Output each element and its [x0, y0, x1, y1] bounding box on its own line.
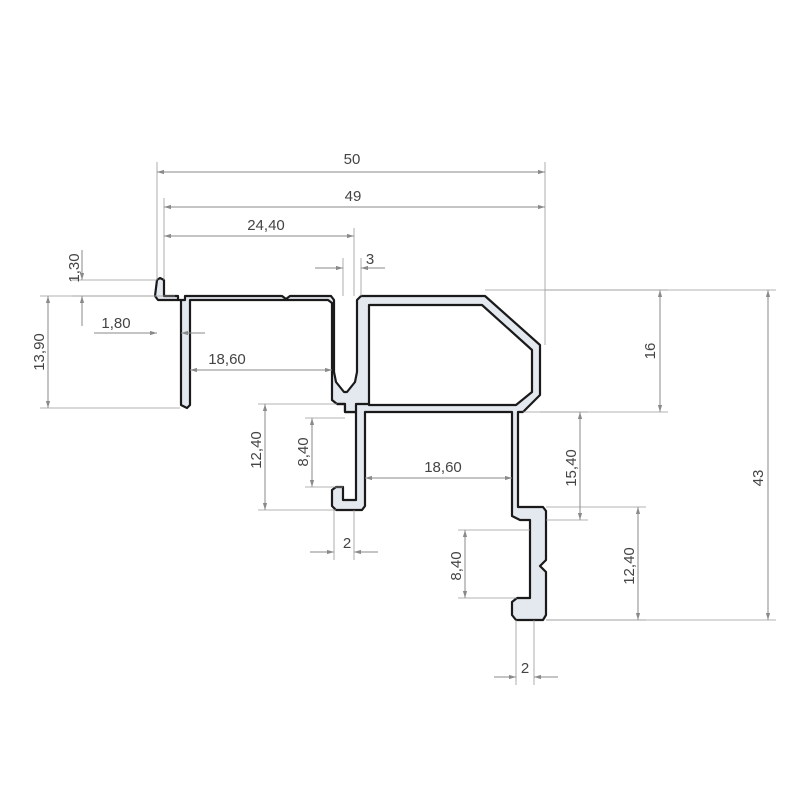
label-width-49: 49 [345, 188, 362, 205]
label-mid-channel-lip: 2 [343, 535, 351, 552]
dim-1-80: 1,80 [94, 315, 205, 336]
dim-13-90: 13,90 [31, 295, 180, 409]
label-slot-width: 3 [366, 251, 374, 268]
dim-12-40-mid: 12,40 [248, 403, 337, 511]
dim-43: 43 [545, 289, 776, 621]
label-mid-channel-height: 12,40 [248, 431, 265, 469]
label-box-height: 16 [642, 343, 659, 360]
label-overall-width: 50 [344, 151, 361, 168]
dim-3: 3 [315, 251, 385, 296]
aluminium-profile [153, 276, 548, 622]
label-overall-height: 43 [750, 470, 767, 487]
dim-8-40-right: 8,40 [448, 529, 530, 599]
dim-49: 49 [163, 188, 545, 280]
dim-15-40: 15,40 [523, 411, 588, 521]
label-lower-leg-offset: 15,40 [563, 449, 580, 487]
label-right-channel-height: 12,40 [621, 547, 638, 585]
label-left-leg: 13,90 [31, 333, 48, 371]
label-mid-channel-inner: 8,40 [295, 437, 312, 466]
notch [337, 402, 369, 414]
dim-12-40-right: 12,40 [546, 506, 646, 621]
dim-24-40: 24,40 [164, 217, 355, 296]
dim-2-right: 2 [494, 620, 558, 685]
label-right-channel-inner: 8,40 [448, 551, 465, 580]
dim-18-60-left: 18,60 [190, 351, 332, 373]
dim-8-40-mid: 8,40 [295, 417, 345, 488]
label-inner-span-left: 18,60 [208, 351, 246, 368]
label-top-flange: 24,40 [247, 217, 285, 234]
label-lip-thickness: 1,80 [101, 315, 130, 332]
label-right-channel-lip: 2 [521, 660, 529, 677]
dim-18-60-right: 18,60 [365, 459, 512, 481]
label-lip-height: 1,30 [66, 253, 83, 282]
label-inner-span-right: 18,60 [424, 459, 462, 476]
dim-50: 50 [156, 151, 546, 345]
dim-2-mid: 2 [310, 510, 378, 560]
